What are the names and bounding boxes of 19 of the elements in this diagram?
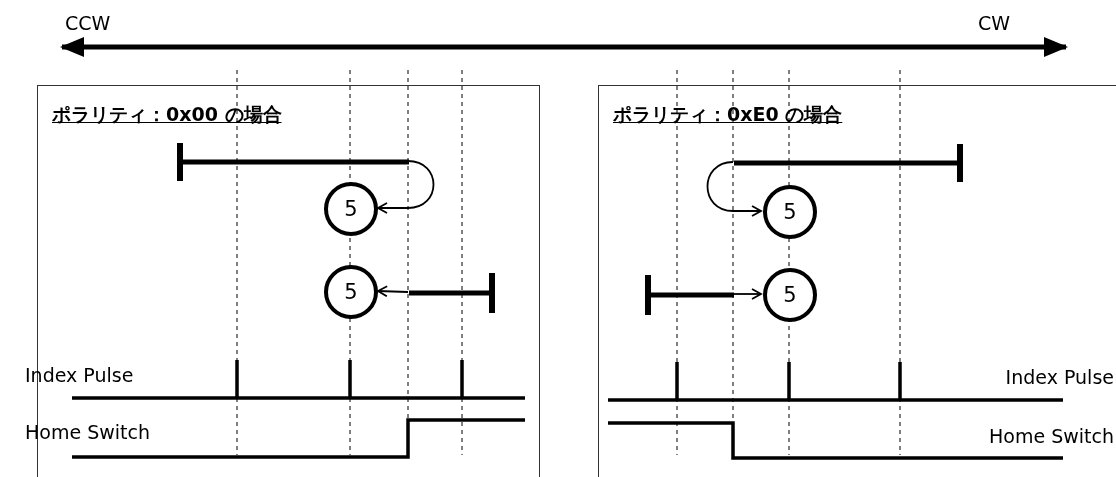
travel-bar	[409, 273, 495, 313]
numbered-circle: 5	[763, 185, 817, 239]
numbered-circle: 5	[324, 182, 378, 236]
numbered-circle: 5	[763, 268, 817, 322]
numbered-circle: 5	[324, 265, 378, 319]
panel-heading: ポラリティ：0xE0 の場合	[613, 102, 843, 127]
travel-bar	[177, 143, 409, 181]
signal-label: Home Switch	[989, 425, 1114, 447]
travel-bar	[734, 144, 963, 182]
arrow	[706, 161, 762, 217]
panel-heading: ポラリティ：0x00 の場合	[52, 102, 282, 127]
signal-label: Index Pulse	[1005, 366, 1114, 388]
direction-label: CCW	[65, 12, 111, 34]
travel-bar	[645, 275, 734, 315]
arrow	[377, 160, 435, 214]
direction-label: CW	[978, 12, 1011, 34]
panel	[598, 85, 1116, 477]
arrow	[732, 288, 762, 300]
arrow	[377, 285, 409, 298]
